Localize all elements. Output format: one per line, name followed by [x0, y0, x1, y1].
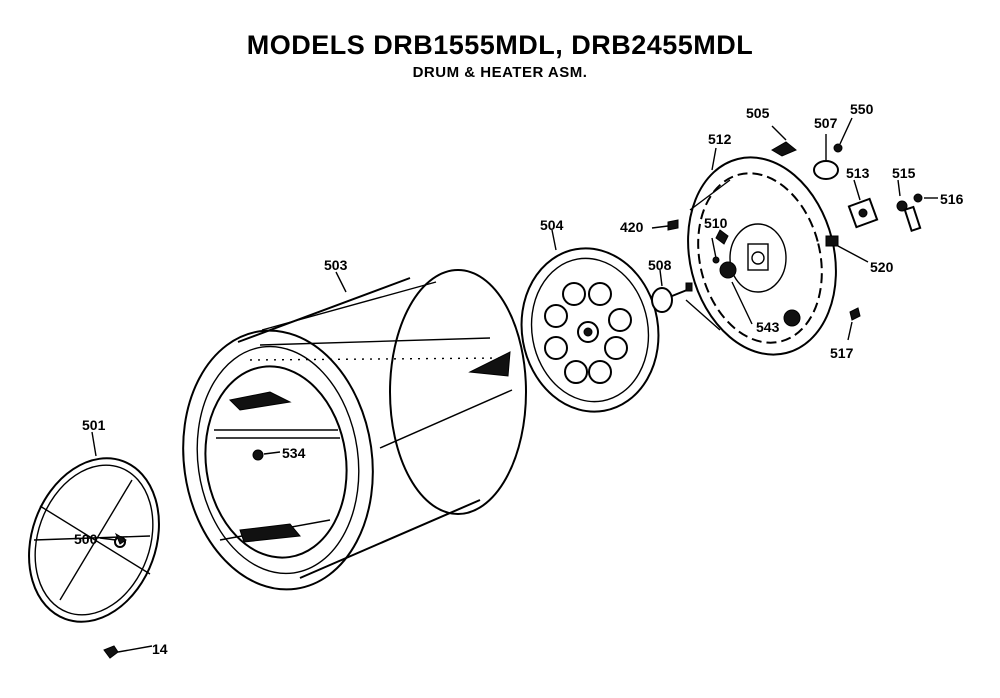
callout-420: 420	[620, 219, 644, 235]
screw-516	[913, 193, 938, 203]
callout-510: 510	[704, 215, 728, 231]
leader-500	[99, 537, 117, 541]
leader-503	[335, 271, 347, 293]
callout-520: 520	[870, 259, 894, 275]
drum-503	[182, 269, 527, 591]
sensor-515	[896, 179, 922, 232]
callout-508: 508	[648, 257, 672, 273]
diagram-title: MODELS DRB1555MDL, DRB2455MDL	[246, 30, 754, 60]
callout-500: 500	[74, 531, 98, 547]
leader-543	[731, 281, 753, 325]
leader-504	[551, 229, 557, 251]
screw-517	[847, 307, 861, 341]
screw-550	[833, 117, 853, 153]
front-seal-ring-501	[28, 457, 160, 623]
callout-505: 505	[746, 105, 770, 121]
leader-512	[711, 147, 717, 171]
leader-520	[837, 245, 869, 263]
callout-503: 503	[324, 257, 348, 273]
leader-501	[91, 431, 97, 457]
leader-508	[659, 269, 663, 287]
bearing-508	[651, 282, 693, 313]
callout-14: 14	[152, 641, 168, 657]
callout-512: 512	[708, 131, 732, 147]
clip-14	[103, 645, 153, 659]
heater-panel-512	[685, 156, 839, 356]
diagram-subtitle: DRUM & HEATER ASM.	[412, 64, 588, 81]
bracket-505	[771, 125, 797, 157]
leader-510	[711, 237, 720, 264]
callout-504: 504	[540, 217, 564, 233]
thermostat-507	[813, 134, 839, 180]
thermal-fuse-513	[847, 179, 879, 229]
callout-513: 513	[846, 165, 870, 181]
callout-501: 501	[82, 417, 106, 433]
rear-plate-504	[520, 247, 660, 413]
callout-516: 516	[940, 191, 964, 207]
callout-543: 543	[756, 319, 780, 335]
callout-507: 507	[814, 115, 838, 131]
callout-517: 517	[830, 345, 854, 361]
screw-420	[651, 219, 679, 231]
callout-515: 515	[892, 165, 916, 181]
callout-550: 550	[850, 101, 874, 117]
callout-534: 534	[282, 445, 306, 461]
